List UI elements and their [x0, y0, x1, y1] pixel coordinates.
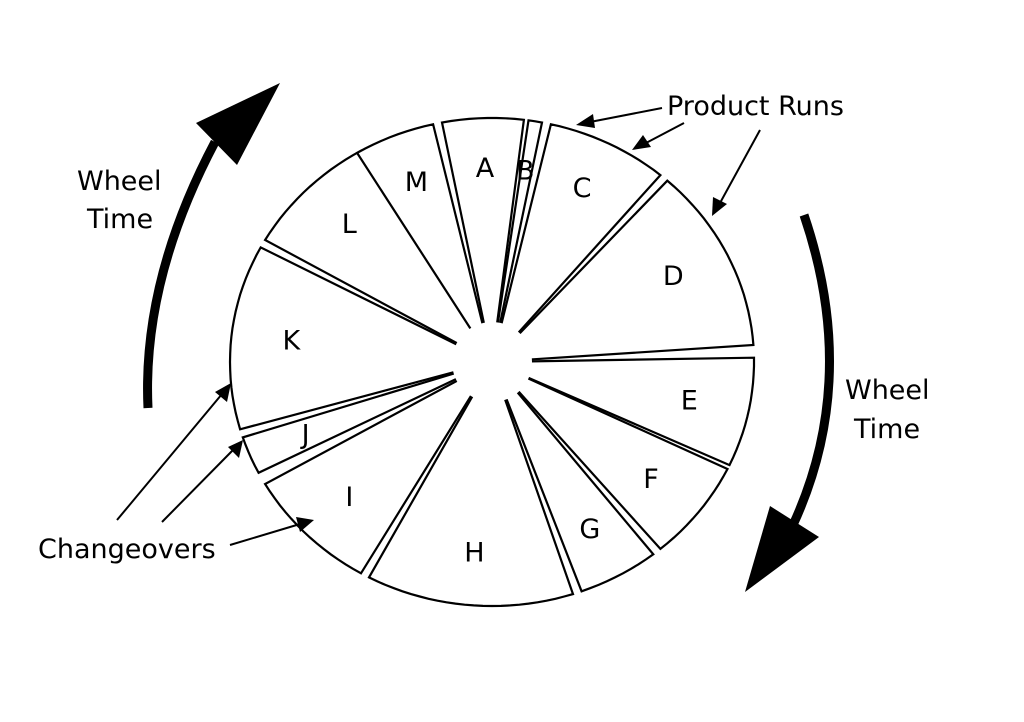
- wheel-time-left-line1: Wheel: [77, 166, 162, 197]
- wheel-time-left-line2: Time: [86, 204, 153, 235]
- wheel-segment-g: [490, 361, 655, 593]
- left-arrow-arc: [143, 139, 219, 409]
- pointer-to-gap-j-i-head: [228, 440, 243, 458]
- pointer-to-b-head: [632, 135, 651, 150]
- wheel-segment-label-b: B: [516, 155, 535, 186]
- wheel-segment-b: [490, 119, 544, 363]
- wheel-segment-e: [491, 356, 756, 467]
- wheel-segment-label-i: I: [345, 482, 353, 513]
- pointer-to-a: [589, 107, 663, 123]
- wheel-segment-k: [228, 245, 496, 431]
- right-arrow-arc: [788, 213, 834, 527]
- wheel-segment-a: [440, 116, 526, 363]
- wheel-segment-label-m: M: [405, 167, 428, 198]
- pointer-to-b: [645, 122, 685, 144]
- changeovers-pointers: [116, 383, 314, 546]
- product-runs-label: Product Runs: [667, 91, 844, 122]
- wheel-time-arrow-right: [745, 213, 834, 592]
- product-runs-pointers: [576, 107, 761, 216]
- pointer-to-c: [719, 129, 761, 204]
- pointer-to-gap-j-i: [161, 449, 234, 523]
- wheel-segment-label-e: E: [681, 386, 698, 417]
- wheel-segment-label-j: J: [300, 419, 310, 450]
- wheel-segment-i: [263, 359, 496, 575]
- wheel-segment-l: [263, 149, 496, 365]
- wheel-segment-m: [355, 122, 494, 363]
- wheel-segment-f: [491, 360, 730, 551]
- wheel-segment-label-k: K: [283, 325, 302, 356]
- wheel-segment-label-h: H: [464, 538, 484, 569]
- wheel-segment-label-l: L: [342, 209, 357, 240]
- wheel-segment-d: [489, 179, 755, 364]
- wheel-segment-label-a: A: [476, 153, 495, 184]
- wheel-segment-c: [490, 122, 663, 363]
- wheel-segments: [228, 116, 756, 608]
- wheel-time-right-line2: Time: [853, 414, 920, 445]
- changeovers-label: Changeovers: [38, 534, 216, 565]
- wheel-time-right-line1: Wheel: [845, 375, 930, 406]
- wheel-segment-j: [241, 360, 493, 475]
- right-arrow-head: [745, 506, 819, 592]
- pointer-to-gap-k-j-head: [215, 383, 231, 402]
- wheel-time-arrow-left: [143, 83, 280, 409]
- wheel-hub: [452, 322, 532, 402]
- wheel-segment-label-c: C: [573, 173, 592, 204]
- wheel-segment-label-g: G: [579, 514, 600, 545]
- pointer-to-gap-i-h-head: [296, 517, 314, 532]
- wheel-segment-label-f: F: [643, 464, 659, 495]
- wheel-segment-label-d: D: [663, 261, 684, 292]
- wheel-segment-h: [367, 359, 575, 608]
- pointer-to-c-head: [712, 197, 727, 216]
- pointer-to-a-head: [576, 114, 595, 128]
- pointer-to-gap-i-h: [229, 523, 301, 546]
- pointer-to-gap-k-j: [116, 393, 223, 521]
- left-arrow-head: [196, 83, 280, 165]
